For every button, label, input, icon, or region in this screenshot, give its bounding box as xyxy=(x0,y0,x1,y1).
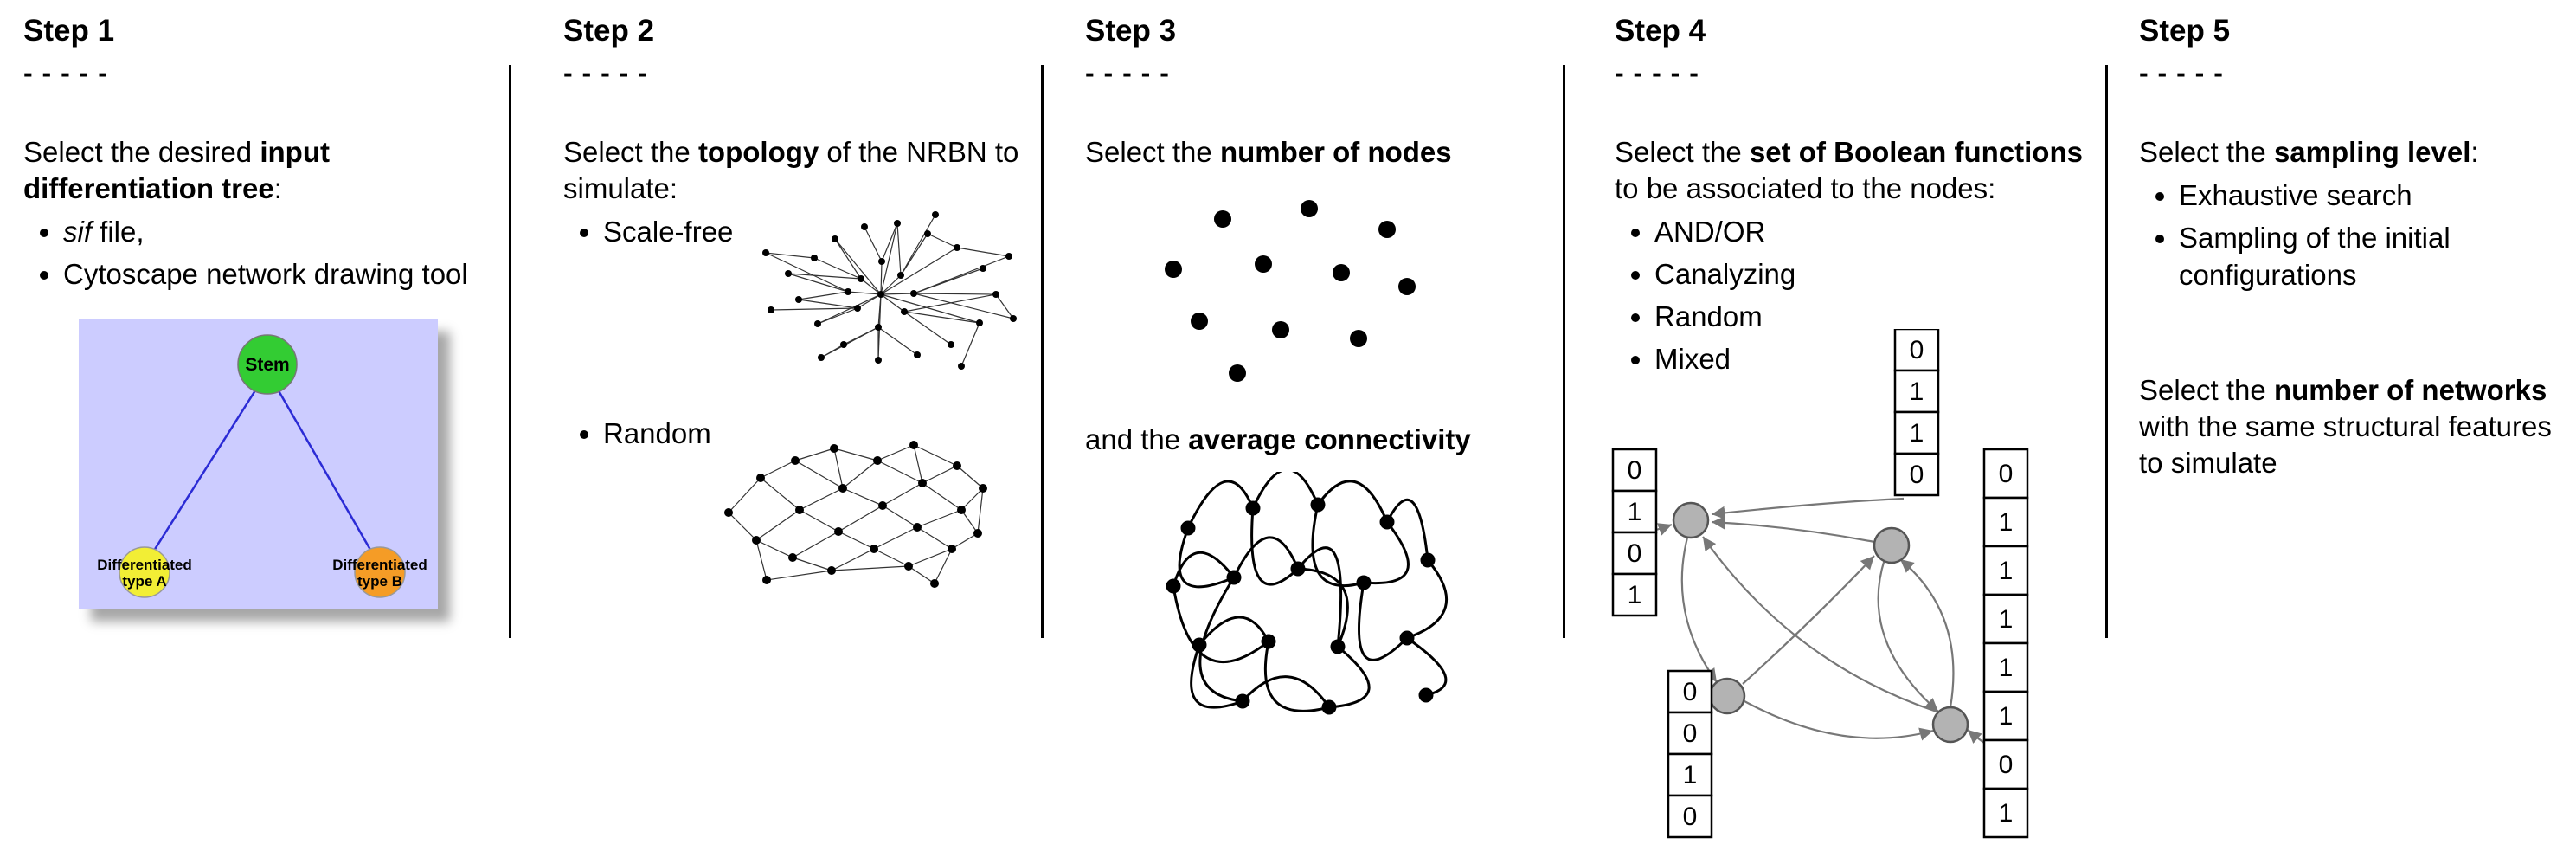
step1-column: Step 1 - - - - - Select the desired inpu… xyxy=(23,0,509,851)
type-b-node xyxy=(354,546,406,598)
type-b-label-line2: type B xyxy=(357,573,402,590)
step3-dashes: - - - - - xyxy=(1085,57,1170,88)
arrow-top-table-to-node-a xyxy=(1711,497,1905,520)
step2-title: Step 2 xyxy=(563,14,655,48)
step5-column: Step 5 - - - - - Select the sampling lev… xyxy=(2108,0,2576,851)
bullet-canalyzing: Canalyzing xyxy=(1654,256,2105,293)
boolean-node-d xyxy=(1931,706,1969,744)
cell-value: 1 xyxy=(1683,761,1698,790)
step5-intro: Select the sampling level: xyxy=(2139,136,2479,168)
cell-value: 0 xyxy=(1683,678,1698,706)
cell-value: 1 xyxy=(1999,557,2014,585)
step1-options: sif file, Cytoscape network drawing tool xyxy=(23,214,509,293)
step4-title: Step 4 xyxy=(1615,14,1706,48)
step3-connectivity-text: and the average connectivity xyxy=(1085,423,1471,455)
type-a-label-line2: type A xyxy=(122,573,166,590)
step2-options: Scale-free Random xyxy=(563,214,1041,453)
column-divider-1 xyxy=(509,65,511,638)
cell-value: 1 xyxy=(1628,498,1642,526)
stem-label: Stem xyxy=(245,355,289,375)
arrow-node-d-to-node-a xyxy=(1702,536,1937,713)
differentiation-tree-image: Stem Differentiated type A Differentiate… xyxy=(79,319,438,610)
step4-intro: Select the set of Boolean functions to b… xyxy=(1615,136,2083,205)
arrow-node-c-to-node-b xyxy=(1742,555,1875,685)
cell-value: 0 xyxy=(1910,336,1924,364)
truth-table-bottom: 0 0 1 0 xyxy=(1667,669,1713,839)
step2-dashes: - - - - - xyxy=(563,57,648,88)
cell-value: 1 xyxy=(1999,702,2014,731)
average-connectivity-graphic xyxy=(1166,472,1449,715)
bullet-sif-file: sif file, xyxy=(63,214,509,251)
random-network-graphic xyxy=(724,441,987,588)
truth-table-right: 0 1 1 1 1 1 0 1 xyxy=(1982,448,2029,839)
type-a-label-line1: Differentiated xyxy=(97,557,192,573)
cell-value: 0 xyxy=(1999,460,2014,488)
cell-value: 1 xyxy=(1910,419,1924,448)
step3-column: Step 3 - - - - - Select the number of no… xyxy=(1044,0,1563,851)
step5-networks-text: Select the number of networks with the s… xyxy=(2139,373,2552,480)
step1-dashes: - - - - - xyxy=(23,57,108,88)
nodes-dots-graphic xyxy=(1165,200,1416,382)
stem-node xyxy=(237,334,298,395)
cell-value: 0 xyxy=(1683,719,1698,748)
truth-table-top: 0 1 1 0 xyxy=(1893,329,1940,497)
step3-intro: Select the number of nodes xyxy=(1085,136,1452,168)
cell-value: 1 xyxy=(1628,581,1642,609)
arrow-node-b-to-node-a xyxy=(1711,516,1875,544)
column-divider-4 xyxy=(2105,65,2108,638)
bullet-and-or: AND/OR xyxy=(1654,214,2105,251)
step5-options: Exhaustive search Sampling of the initia… xyxy=(2139,177,2576,294)
differentiation-tree-svg: Stem Differentiated type A Differentiate… xyxy=(79,319,438,610)
step2-column: Step 2 - - - - - Select the topology of … xyxy=(511,0,1041,851)
cell-value: 0 xyxy=(1910,461,1924,489)
bullet-mixed: Mixed xyxy=(1654,341,2105,378)
cell-value: 0 xyxy=(1683,803,1698,831)
bullet-cytoscape: Cytoscape network drawing tool xyxy=(63,256,509,293)
column-divider-3 xyxy=(1563,65,1565,638)
arrow-right-table-to-node-d xyxy=(1967,729,1985,744)
tree-edge-b xyxy=(266,371,378,561)
cell-value: 1 xyxy=(1910,377,1924,406)
type-a-node xyxy=(119,546,170,598)
boolean-node-b xyxy=(1873,526,1911,564)
cell-value: 0 xyxy=(1628,539,1642,568)
cell-value: 1 xyxy=(1999,508,2014,537)
step4-options: AND/OR Canalyzing Random Mixed xyxy=(1615,214,2105,378)
bullet-exhaustive-search: Exhaustive search xyxy=(2179,177,2576,215)
bullet-random: Random xyxy=(603,416,1041,453)
cell-value: 0 xyxy=(1999,751,2014,779)
step5-dashes: - - - - - xyxy=(2139,57,2224,88)
scale-free-network-graphic xyxy=(762,211,1017,370)
arrow-node-a-to-node-c xyxy=(1680,537,1718,683)
cell-value: 0 xyxy=(1628,456,1642,485)
step5-title: Step 5 xyxy=(2139,14,2231,48)
type-b-label-line1: Differentiated xyxy=(332,557,427,573)
arrow-left-table-to-node-a xyxy=(1655,523,1673,536)
cell-value: 1 xyxy=(1999,605,2014,634)
cell-value: 1 xyxy=(1999,799,2014,828)
arrow-node-d-to-node-b xyxy=(1899,558,1955,708)
arrow-node-b-to-node-d xyxy=(1877,558,1939,712)
boolean-node-c xyxy=(1708,677,1746,715)
boolean-network-graphic: 0 1 0 1 0 1 1 0 0 xyxy=(1611,329,2029,839)
bullet-scale-free: Scale-free xyxy=(603,214,1041,251)
step1-title: Step 1 xyxy=(23,14,115,48)
step1-intro: Select the desired input differentiation… xyxy=(23,136,330,205)
cell-value: 1 xyxy=(1999,654,2014,682)
step3-title: Step 3 xyxy=(1085,14,1177,48)
arrow-node-c-to-node-d xyxy=(1744,700,1934,741)
boolean-node-a xyxy=(1672,501,1710,539)
column-divider-2 xyxy=(1041,65,1044,638)
step2-intro: Select the topology of the NRBN to simul… xyxy=(563,136,1019,205)
step4-dashes: - - - - - xyxy=(1615,57,1699,88)
bullet-sampling-initial: Sampling of the initial configurations xyxy=(2179,220,2576,294)
bullet-random-functions: Random xyxy=(1654,299,2105,336)
truth-table-left: 0 1 0 1 xyxy=(1611,448,1658,617)
tree-edge-a xyxy=(146,371,269,561)
step4-column: Step 4 - - - - - Select the set of Boole… xyxy=(1565,0,2105,851)
